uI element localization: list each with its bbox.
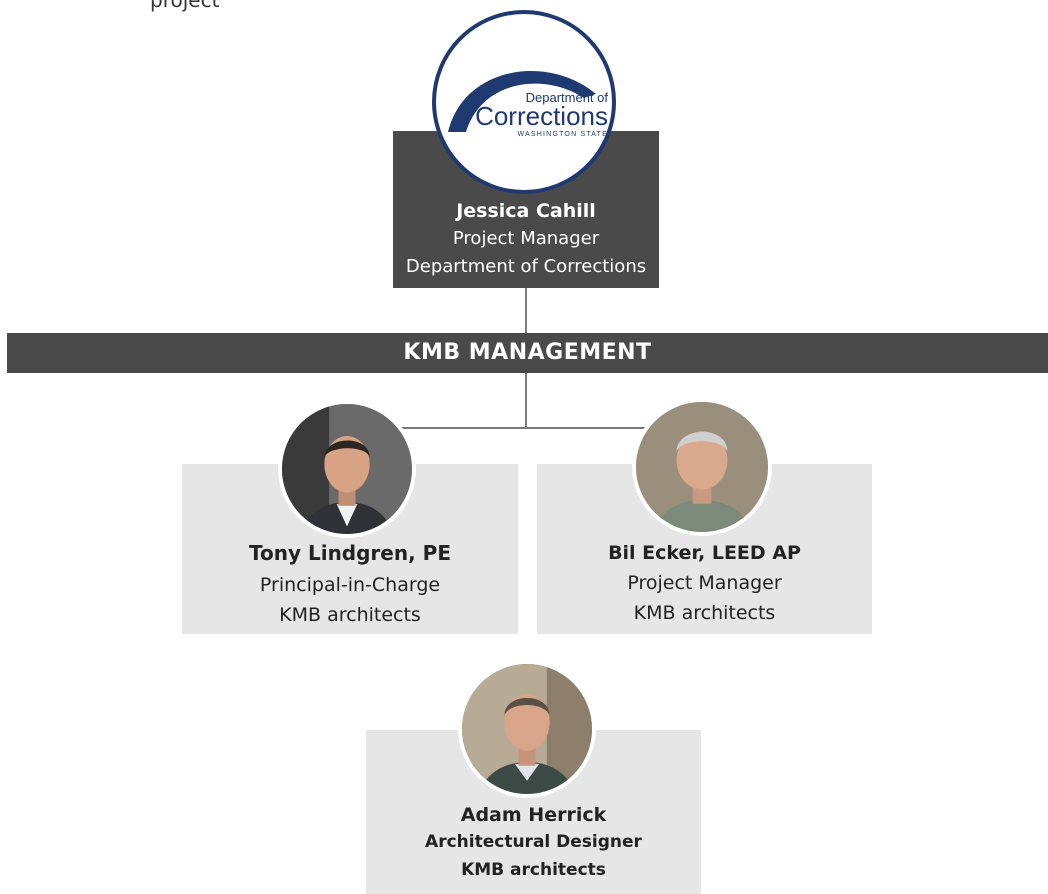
person-photo-icon [462,664,592,794]
client-title: Project Manager [452,228,600,249]
team-name: Tony Lindgren, PE [249,541,451,565]
logo-text-line3: WASHINGTON STATE [518,131,609,138]
person-photo-icon [636,402,768,532]
client-name: Jessica Cahill [456,200,596,222]
team-card-adam: Adam Herrick Architectural Designer KMB … [366,730,701,894]
team-name: Adam Herrick [460,804,607,826]
connector-client-to-banner [525,288,527,333]
logo-text-line2: Corrections [475,101,608,131]
client-org: Department of Corrections [405,256,647,277]
cut-off-heading-fragment: project [150,0,220,12]
doc-logo-badge: Department of Corrections WASHINGTON STA… [432,10,616,194]
team-title: Project Manager [627,572,782,594]
team-org: KMB architects [633,602,776,624]
logo-text-line1: Department of [526,90,609,105]
person-photo-icon [282,404,412,534]
connector-team-horizontal [350,427,702,429]
avatar-tony [278,400,416,538]
team-org: KMB architects [461,860,606,880]
team-title: Principal-in-Charge [259,574,441,596]
connector-banner-to-team [525,373,527,428]
avatar-adam [458,660,596,798]
doc-logo-icon: Department of Corrections WASHINGTON STA… [448,71,609,138]
team-title: Architectural Designer [425,832,642,852]
team-org: KMB architects [279,604,421,626]
avatar-bil [632,398,772,536]
team-name: Bil Ecker, LEED AP [608,542,801,564]
kmb-management-banner: KMB MANAGEMENT [7,333,1048,373]
